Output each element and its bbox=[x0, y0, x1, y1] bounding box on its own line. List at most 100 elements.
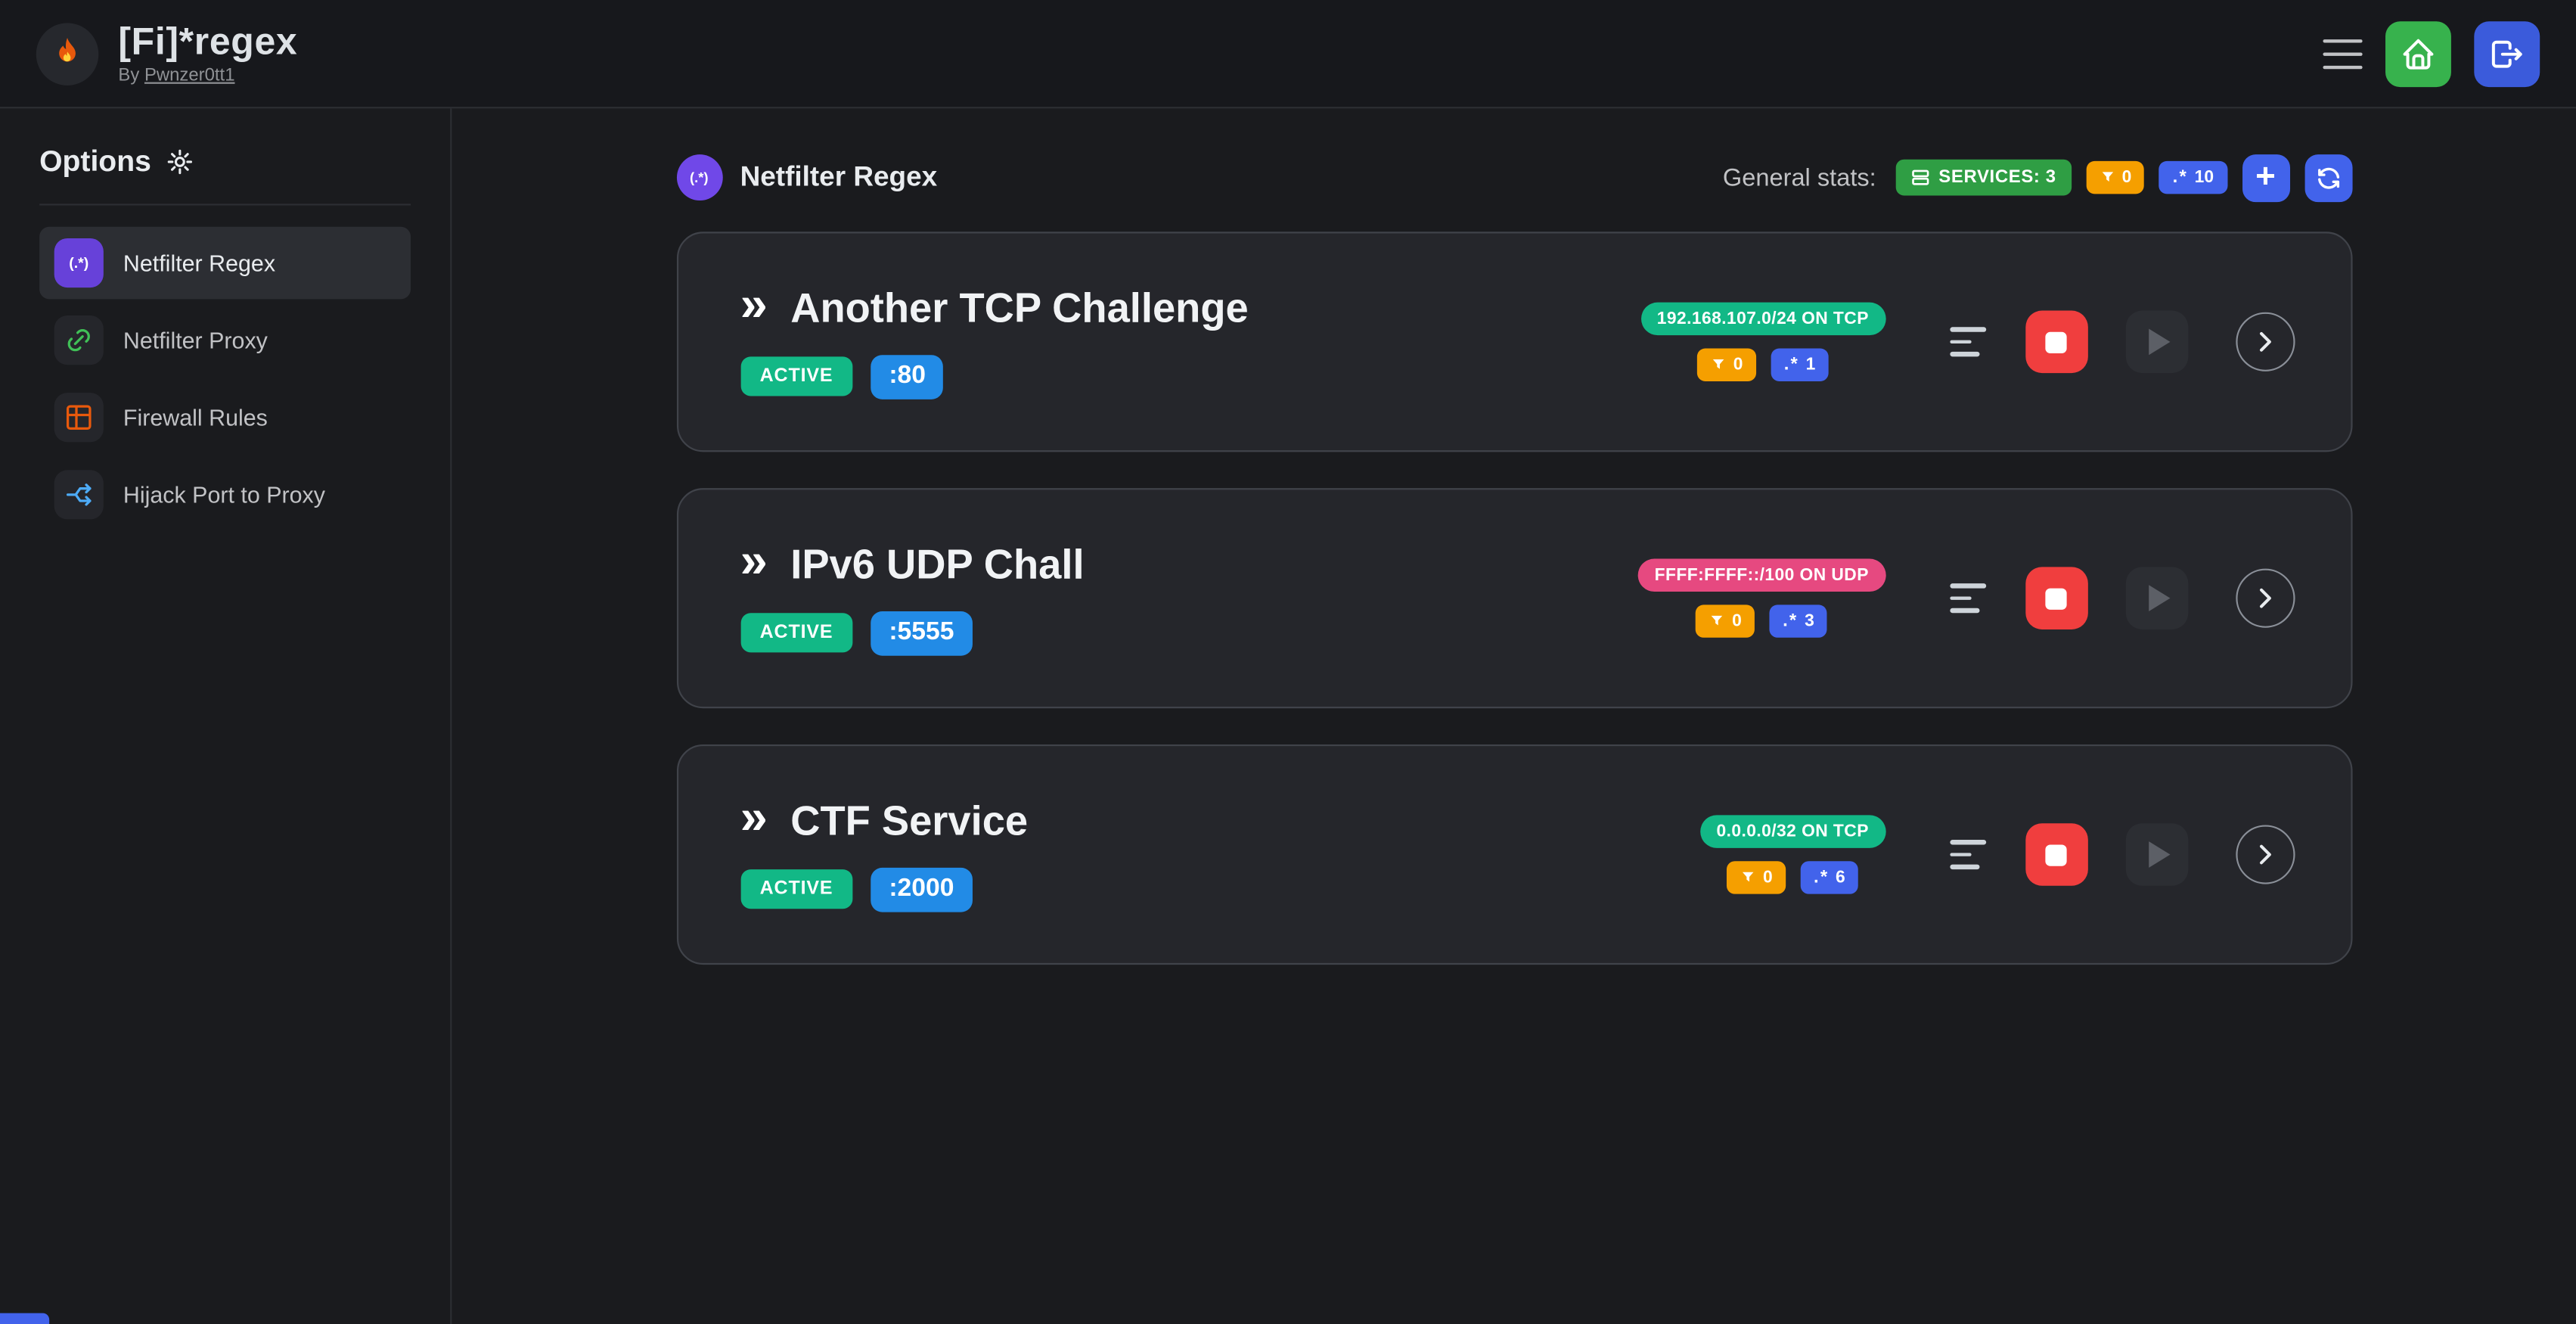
status-badge: ACTIVE bbox=[740, 613, 853, 653]
stop-icon bbox=[2045, 844, 2067, 866]
options-header: Options bbox=[39, 145, 411, 206]
stop-button[interactable] bbox=[2025, 823, 2087, 886]
chevrons-right-icon: » bbox=[740, 278, 768, 332]
target-badge: FFFF:FFFF::/100 ON UDP bbox=[1637, 558, 1885, 592]
open-service-button[interactable] bbox=[2235, 825, 2295, 884]
service-card: » IPv6 UDP Chall ACTIVE :5555 FFFF:FFFF:… bbox=[675, 488, 2352, 709]
regex-count-badge: .* 3 bbox=[1769, 605, 1828, 638]
chevrons-right-icon: » bbox=[740, 790, 768, 845]
app-logo bbox=[36, 22, 99, 85]
regex-glyph-icon: .* bbox=[1783, 354, 1799, 375]
services-count-badge: SERVICES: 3 bbox=[1895, 159, 2072, 196]
status-badge: ACTIVE bbox=[740, 869, 853, 909]
topbar: [Fi]*regex By Pwnzer0tt1 bbox=[0, 0, 2576, 109]
sidebar: Options (.*) Netfilter Regex bbox=[0, 108, 452, 1324]
regex-count-badge: .* 1 bbox=[1771, 348, 1829, 381]
regex-count-badge: .* 6 bbox=[1800, 861, 1859, 894]
sidebar-item-label: Netfilter Regex bbox=[123, 250, 276, 276]
logout-icon bbox=[2489, 36, 2525, 72]
port-badge: :2000 bbox=[871, 866, 973, 912]
play-button[interactable] bbox=[2124, 823, 2188, 886]
regex-count: 6 bbox=[1836, 867, 1845, 887]
app-title: [Fi]*regex bbox=[118, 20, 298, 64]
service-stats: 192.168.107.0/24 ON TCP 0 bbox=[1640, 302, 1885, 381]
add-service-button[interactable]: + bbox=[2241, 154, 2289, 202]
status-badge: ACTIVE bbox=[740, 356, 853, 396]
filter-count: 0 bbox=[1733, 355, 1743, 375]
sidebar-item-label: Firewall Rules bbox=[123, 404, 268, 431]
open-service-button[interactable] bbox=[2235, 312, 2295, 371]
target-badge: 0.0.0.0/32 ON TCP bbox=[1699, 815, 1885, 848]
service-card: » Another TCP Challenge ACTIVE :80 192.1… bbox=[675, 232, 2352, 452]
sidebar-nav: (.*) Netfilter Regex Netfilter Proxy bbox=[39, 226, 411, 531]
chevrons-right-icon: » bbox=[740, 533, 768, 589]
title-block: [Fi]*regex By Pwnzer0tt1 bbox=[118, 22, 297, 85]
regex-glyph-icon: .* bbox=[2172, 166, 2188, 187]
service-stats: 0.0.0.0/32 ON TCP 0 . bbox=[1699, 815, 1885, 894]
stop-button[interactable] bbox=[2025, 567, 2087, 629]
regex-count: 3 bbox=[1805, 611, 1814, 632]
service-menu-icon[interactable] bbox=[1949, 577, 1987, 619]
chevron-right-icon bbox=[2249, 838, 2281, 871]
chevron-right-icon bbox=[2249, 582, 2281, 614]
play-icon bbox=[2149, 328, 2171, 356]
sidebar-item-firewall-rules[interactable]: Firewall Rules bbox=[39, 381, 411, 454]
regex-icon: (.*) bbox=[54, 238, 104, 288]
link-icon bbox=[54, 315, 104, 365]
sidebar-item-netfilter-proxy[interactable]: Netfilter Proxy bbox=[39, 304, 411, 377]
funnel-icon bbox=[2099, 169, 2115, 186]
target-badge: 192.168.107.0/24 ON TCP bbox=[1640, 302, 1885, 336]
service-menu-icon[interactable] bbox=[1949, 834, 1987, 875]
bottom-left-accent bbox=[0, 1312, 50, 1324]
options-label: Options bbox=[39, 145, 151, 178]
gear-icon bbox=[166, 148, 194, 176]
stop-icon bbox=[2045, 587, 2067, 609]
refresh-button[interactable] bbox=[2304, 154, 2352, 202]
layout: Options (.*) Netfilter Regex bbox=[0, 108, 2576, 1324]
logout-button[interactable] bbox=[2474, 20, 2540, 87]
filter-count-badge: 0 bbox=[1696, 348, 1756, 381]
sidebar-item-netfilter-regex[interactable]: (.*) Netfilter Regex bbox=[39, 226, 411, 300]
filter-count: 0 bbox=[1763, 867, 1773, 887]
service-name: Another TCP Challenge bbox=[790, 284, 1249, 331]
regex-glyph-icon: .* bbox=[1814, 866, 1830, 887]
sidebar-item-label: Hijack Port to Proxy bbox=[123, 481, 325, 508]
main-header: (.*) Netfilter Regex General stats: bbox=[675, 153, 2352, 202]
sidebar-item-hijack-port[interactable]: Hijack Port to Proxy bbox=[39, 458, 411, 531]
filter-count-badge: 0 bbox=[1727, 861, 1786, 894]
service-name: IPv6 UDP Chall bbox=[790, 541, 1085, 588]
menu-burger-icon[interactable] bbox=[2323, 32, 2363, 74]
service-card: » CTF Service ACTIVE :2000 0.0.0.0/32 ON… bbox=[675, 744, 2352, 965]
play-button[interactable] bbox=[2124, 310, 2188, 374]
service-list: » Another TCP Challenge ACTIVE :80 192.1… bbox=[675, 232, 2352, 965]
plus-icon: + bbox=[2255, 157, 2276, 195]
main-area: (.*) Netfilter Regex General stats: bbox=[452, 108, 2576, 1324]
author-link[interactable]: Pwnzer0tt1 bbox=[144, 64, 235, 85]
flame-icon bbox=[48, 34, 87, 73]
app-subtitle: By Pwnzer0tt1 bbox=[118, 65, 297, 85]
filter-count-badge: 0 bbox=[1696, 605, 1755, 638]
topbar-actions bbox=[2323, 20, 2540, 87]
open-service-button[interactable] bbox=[2235, 568, 2295, 628]
port-badge: :5555 bbox=[871, 610, 973, 655]
play-icon bbox=[2149, 841, 2171, 868]
stop-button[interactable] bbox=[2025, 310, 2087, 374]
service-menu-icon[interactable] bbox=[1949, 321, 1987, 362]
regex-glyph-icon: .* bbox=[1783, 610, 1799, 631]
funnel-icon bbox=[1709, 613, 1726, 629]
home-button[interactable] bbox=[2385, 20, 2451, 87]
filter-count: 0 bbox=[1732, 611, 1742, 632]
table-icon bbox=[54, 393, 104, 443]
global-filter-count: 0 bbox=[2121, 167, 2132, 188]
general-stats: General stats: SERVICES: 3 bbox=[1723, 154, 2352, 202]
global-regex-count: 10 bbox=[2194, 167, 2214, 188]
global-regex-count-badge: .* 10 bbox=[2159, 160, 2227, 194]
funnel-icon bbox=[1710, 356, 1727, 373]
service-stats: FFFF:FFFF::/100 ON UDP 0 bbox=[1637, 558, 1885, 638]
service-name: CTF Service bbox=[790, 797, 1029, 844]
regex-circle-icon: (.*) bbox=[675, 154, 722, 201]
port-badge: :80 bbox=[871, 354, 944, 399]
by-label: By bbox=[118, 64, 140, 85]
play-button[interactable] bbox=[2124, 567, 2188, 629]
